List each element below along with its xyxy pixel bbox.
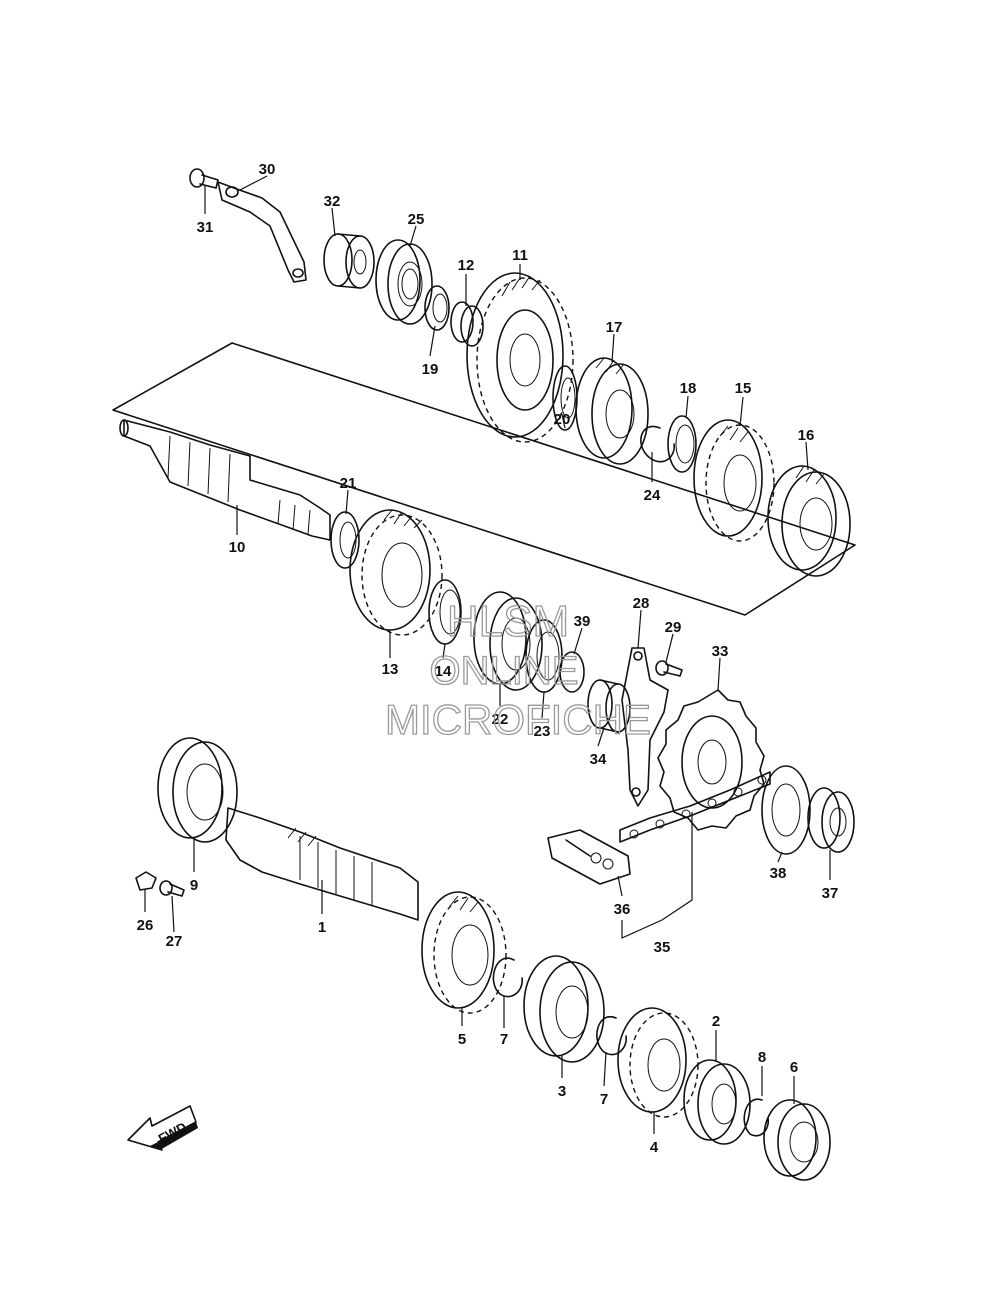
label-part-26: 26 bbox=[137, 917, 154, 934]
part-4-gear bbox=[617, 1007, 699, 1118]
watermark-line-3: MICROFICHE bbox=[385, 696, 651, 743]
leader-lines bbox=[144, 175, 831, 1134]
label-part-27: 27 bbox=[166, 933, 183, 950]
part-26-plate bbox=[135, 871, 157, 891]
part-8-circlip bbox=[743, 1098, 770, 1137]
part-labels: 1 2 3 4 5 6 7 7 8 9 10 11 12 13 14 15 16… bbox=[137, 161, 839, 1156]
part-38-lock-washer bbox=[761, 765, 811, 855]
label-part-35: 35 bbox=[654, 939, 671, 956]
part-2-gear bbox=[683, 1059, 751, 1145]
part-19-washer bbox=[424, 285, 450, 331]
part-22-bearing bbox=[473, 591, 543, 691]
label-part-22: 22 bbox=[492, 711, 509, 728]
label-part-9: 9 bbox=[190, 877, 198, 894]
part-34-spacer bbox=[587, 679, 631, 733]
label-part-6: 6 bbox=[790, 1059, 798, 1076]
label-part-32: 32 bbox=[324, 193, 341, 210]
watermark-line-1: HLSM bbox=[447, 597, 569, 646]
label-part-16: 16 bbox=[798, 427, 815, 444]
label-part-2: 2 bbox=[712, 1013, 720, 1030]
label-part-14: 14 bbox=[435, 663, 452, 680]
part-35-drive-chain bbox=[619, 771, 771, 843]
countershaft-group-outline bbox=[112, 342, 856, 616]
part-11-gear bbox=[466, 272, 574, 443]
part-27-screw bbox=[159, 880, 185, 897]
label-part-24: 24 bbox=[644, 487, 661, 504]
label-part-21: 21 bbox=[340, 475, 357, 492]
label-part-25: 25 bbox=[408, 211, 425, 228]
label-part-8: 8 bbox=[758, 1049, 766, 1066]
part-18-washer bbox=[667, 415, 697, 473]
label-part-31: 31 bbox=[197, 219, 214, 236]
label-part-19: 19 bbox=[422, 361, 439, 378]
label-part-34: 34 bbox=[590, 751, 607, 768]
label-part-29: 29 bbox=[665, 619, 682, 636]
label-part-13: 13 bbox=[382, 661, 399, 678]
label-part-10: 10 bbox=[229, 539, 246, 556]
part-31-screw bbox=[189, 168, 219, 189]
label-part-7-lower: 7 bbox=[600, 1091, 608, 1108]
part-1-driveshaft bbox=[225, 807, 419, 921]
part-24-circlip bbox=[640, 425, 675, 463]
label-part-3: 3 bbox=[558, 1083, 566, 1100]
label-part-36: 36 bbox=[614, 901, 631, 918]
watermark-line-2: ONLINE bbox=[430, 649, 579, 693]
part-33-sprocket bbox=[657, 689, 765, 831]
part-7-circlip-lower bbox=[596, 1015, 627, 1056]
part-13-gear bbox=[349, 509, 443, 636]
part-17-gear bbox=[575, 357, 649, 465]
label-part-11: 11 bbox=[512, 247, 528, 264]
part-30-shift-arm bbox=[217, 181, 307, 283]
label-part-1: 1 bbox=[318, 919, 326, 936]
label-part-39: 39 bbox=[574, 613, 591, 630]
part-32-collar bbox=[323, 233, 375, 289]
label-part-15: 15 bbox=[735, 380, 752, 397]
part-12-bushing bbox=[450, 301, 484, 347]
label-part-20: 20 bbox=[554, 411, 571, 428]
part-16-gear bbox=[767, 465, 851, 577]
label-part-30: 30 bbox=[259, 161, 276, 178]
part-5-gear bbox=[421, 891, 507, 1014]
part-10-countershaft bbox=[119, 419, 331, 541]
label-part-38: 38 bbox=[770, 865, 787, 882]
part-3-gear bbox=[523, 955, 605, 1063]
label-part-12: 12 bbox=[458, 257, 475, 274]
watermark: HLSM ONLINE MICROFICHE bbox=[384, 596, 651, 743]
label-part-4: 4 bbox=[650, 1139, 659, 1156]
part-29-bolt bbox=[655, 660, 683, 677]
label-part-18: 18 bbox=[680, 380, 697, 397]
part-7-circlip-upper bbox=[492, 957, 523, 998]
part-15-gear bbox=[693, 419, 775, 542]
part-36-master-link bbox=[547, 829, 631, 885]
part-25-bearing bbox=[375, 239, 433, 325]
label-part-28: 28 bbox=[633, 595, 650, 612]
label-part-33: 33 bbox=[712, 643, 729, 660]
label-part-37: 37 bbox=[822, 885, 839, 902]
part-9-bearing bbox=[157, 737, 238, 843]
label-part-5: 5 bbox=[458, 1031, 466, 1048]
label-part-23: 23 bbox=[534, 723, 551, 740]
part-39-o-ring bbox=[559, 651, 585, 693]
label-part-17: 17 bbox=[606, 319, 623, 336]
label-part-7-upper: 7 bbox=[500, 1031, 508, 1048]
part-28-plate bbox=[621, 647, 669, 807]
fwd-arrow: FWD bbox=[127, 1105, 198, 1151]
part-37-nut bbox=[807, 787, 855, 853]
part-6-bearing bbox=[763, 1099, 831, 1181]
